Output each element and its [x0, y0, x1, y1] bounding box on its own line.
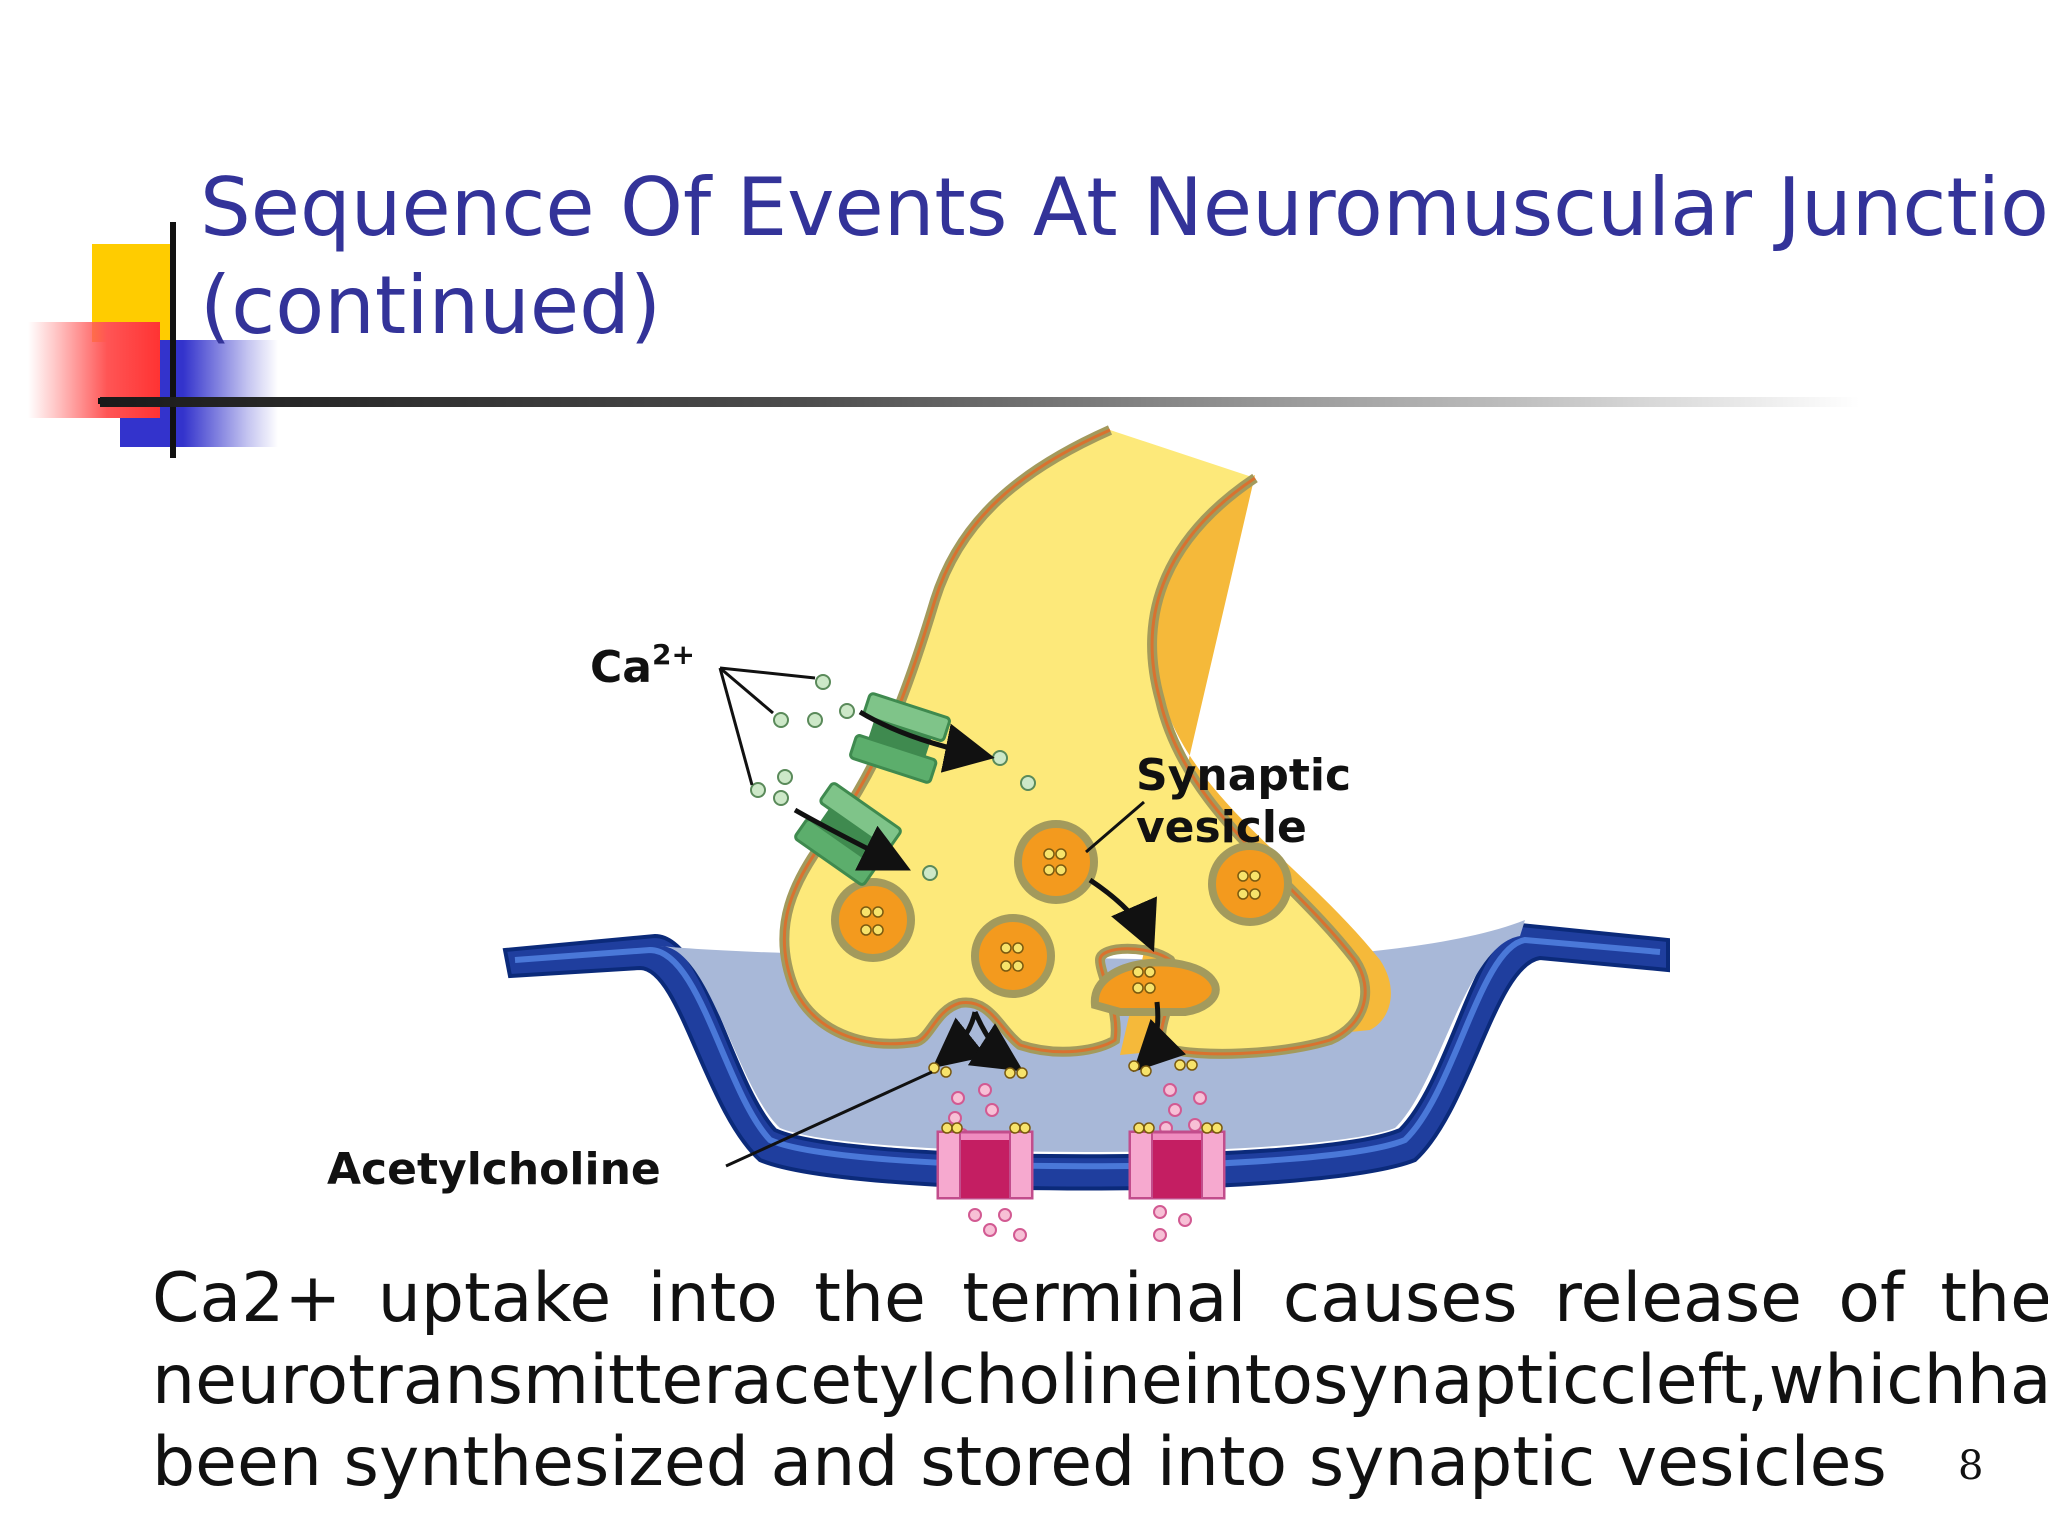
page-number: 8 — [1958, 1443, 1984, 1489]
word: terminal — [962, 1259, 1247, 1338]
word: neurotransmitter — [152, 1341, 732, 1420]
word: Ca2+ — [152, 1259, 342, 1338]
slide-title-line-1: Sequence Of Events At Neuromuscular Junc… — [200, 161, 2048, 254]
synaptic-vesicles — [831, 820, 1292, 1016]
synaptic-vesicle-label-line-1: Synaptic — [1136, 750, 1351, 801]
vesicle-1 — [831, 878, 915, 962]
synaptic-vesicle-label-line-2: vesicle — [1136, 802, 1307, 853]
calcium-pointer-lines — [718, 666, 816, 786]
word: causes — [1282, 1259, 1518, 1338]
word: the — [1940, 1259, 2048, 1338]
word: the — [814, 1259, 926, 1338]
body-text-line-2: neurotransmitter acetylcholine into syna… — [152, 1340, 2048, 1422]
body-text-line-3: been synthesized and stored into synapti… — [152, 1423, 1887, 1502]
word: acetylcholine — [731, 1341, 1183, 1420]
vesicle-4 — [1208, 842, 1292, 926]
calcium-ions — [750, 674, 1036, 881]
word: synaptic — [1312, 1341, 1600, 1420]
word: has — [1966, 1341, 2048, 1420]
deco-vertical-line — [170, 222, 176, 458]
word: into — [1182, 1341, 1313, 1420]
vesicle-2 — [971, 914, 1055, 998]
word: , — [1747, 1341, 1769, 1420]
acetylcholine-pointer-line — [725, 1070, 933, 1168]
acetylcholine-label: Acetylcholine — [327, 1144, 661, 1195]
ach-receptor-1 — [936, 1122, 1034, 1200]
word: uptake — [377, 1259, 612, 1338]
vesicle-pointer-line — [1085, 800, 1145, 854]
calcium-channels — [794, 692, 951, 886]
word: into — [647, 1259, 778, 1338]
word: which — [1768, 1341, 1967, 1420]
ach-receptors — [936, 1122, 1226, 1200]
title-underline — [100, 397, 1860, 407]
vesicle-3 — [1014, 820, 1098, 904]
slide-title-line-2: (continued) — [200, 259, 662, 352]
acetylcholine-molecules — [928, 1059, 1198, 1079]
calcium-flow-arrows — [793, 709, 1186, 1073]
ach-receptor-2 — [1128, 1122, 1226, 1200]
word: of — [1838, 1259, 1904, 1338]
word: release — [1554, 1259, 1802, 1338]
calcium-label: Ca2+ — [590, 638, 695, 693]
body-text-line-1: Ca2+ uptake into the terminal causes rel… — [152, 1258, 2048, 1340]
vesicle-fusing — [1090, 958, 1220, 1016]
word: cleft — [1599, 1341, 1748, 1420]
